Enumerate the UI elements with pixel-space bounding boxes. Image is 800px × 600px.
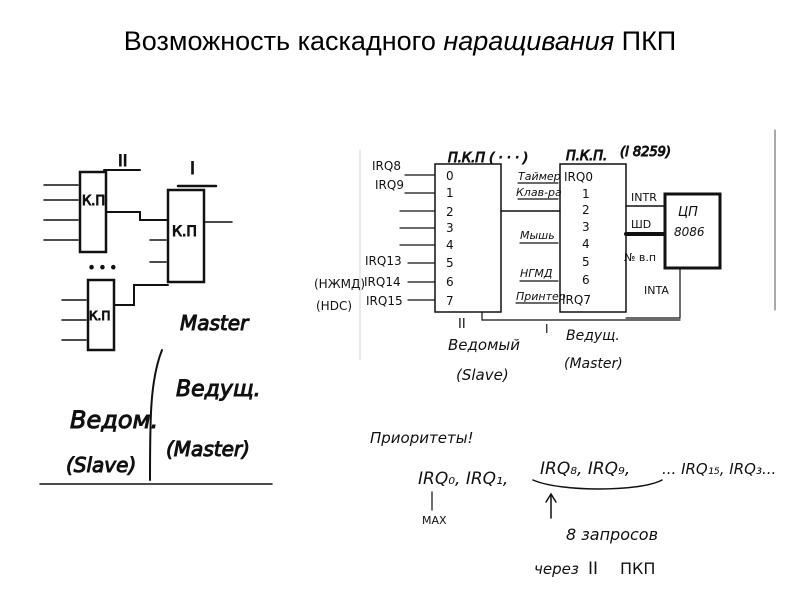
master-pin-label: 2 [582,203,590,217]
slave-pin-label: 0 [446,169,454,183]
left-master-en: (Master) [166,437,250,461]
left-master-word: Master [180,311,250,335]
right-cascade-diagram: П.К.П ( · · · ) П.К.П. (i 8259) 0 1 2 3 … [314,129,776,384]
irq8-label: IRQ8 [372,159,401,173]
cpu-box [663,192,722,270]
slave-pin-label: 3 [446,221,454,235]
cpu-name: ЦП [678,205,698,220]
irq14-label: IRQ14 [364,275,401,289]
device-fdd: НГМД [520,267,553,280]
slave-pin-label: 4 [446,238,454,252]
requests-label: 8 запросов [566,525,658,544]
bus-label: ШD [631,218,651,231]
slave-pin-label: 6 [446,275,454,289]
left-bracket [149,349,163,481]
right-master-en: (Master) [564,356,623,372]
master-pin-label: 1 [582,187,590,201]
hdc-label: (HDC) [316,299,352,313]
irq15-label: IRQ15 [366,294,403,308]
left-slave-box-lower-label: К.П [89,309,110,323]
priority-brace [532,479,663,490]
via-label: через [534,560,579,578]
left-master-ru: Ведущ. [176,377,261,402]
master-chip: (i 8259) [620,145,671,160]
device-mouse: Мышь [520,229,555,242]
slave-header: П.К.П ( · · · ) [448,151,528,166]
left-slave-box-upper [78,170,108,254]
left-master-box [166,188,206,284]
cascade-i-mark: I [545,322,549,336]
device-keyboard: Клав-ра [516,186,562,199]
title-italic-word: наращивания [443,26,615,56]
slave-pin-label: 2 [446,205,454,219]
slave-roman: II [458,317,466,332]
left-slave-ru: Ведом. [70,406,158,434]
title-part2: ПКП [621,26,677,56]
slave-pin-label: 7 [446,294,454,308]
left-slave-to-master-line [105,211,169,221]
irq9-label: IRQ9 [375,178,404,192]
left-master-box-label: К.П [172,224,197,240]
hdd-label: (НЖМД) [314,277,365,291]
left-slave-en: (Slave) [66,453,136,477]
right-slave-en: (Slave) [456,366,509,384]
requests-arrow-head [545,492,557,503]
master-pin-label: IRQ7 [562,293,591,307]
slave-pin-label: 5 [446,256,454,270]
title-part1: Возможность каскадного [123,26,436,56]
cpu-model: 8086 [674,225,705,239]
left-slave-box-label: К.П [82,194,105,209]
intr-label: INTR [631,191,657,204]
master-pin-label: 4 [582,237,590,251]
priority-chain-c: ... IRQ₁₅, IRQ₃... [662,460,776,478]
slide-title: Возможность каскадного наращивания ПКП [0,26,800,57]
master-pin-label: 5 [582,255,590,269]
via-pkp: ПКП [620,559,655,578]
priorities-heading: Приоритеты! [370,429,474,447]
cascade-bus-line [481,312,681,321]
slave-chip-box [434,163,502,313]
master-pin-label: 6 [582,273,590,287]
left-slave-roman: II [118,151,127,170]
slave-pin-label: 1 [446,186,454,200]
left-dots: • • • [88,261,117,275]
inta-label: INTA [644,284,669,297]
max-label: MAX [422,514,447,527]
left-master-roman: I [190,159,195,179]
inta-line [625,267,681,319]
master-pin-label: IRQ0 [564,170,593,184]
via-roman: II [588,559,598,579]
right-slave-ru: Ведомый [448,336,520,354]
priority-chain-a: IRQ₀, IRQ₁, [418,469,508,489]
priority-chain-b: IRQ₈, IRQ₉, [540,459,630,479]
priorities-section: Приоритеты! IRQ₀, IRQ₁, IRQ₈, IRQ₉, ... … [370,429,776,579]
left-slave-box-lower [86,278,116,352]
irq13-label: IRQ13 [365,254,402,268]
master-chip-box [559,163,627,313]
master-pin-label: 3 [582,220,590,234]
right-master-ru: Ведущ. [566,328,620,344]
device-printer: Принтер [516,290,566,303]
left-lower-to-master-line [113,284,169,306]
vector-label: № в.п [624,251,656,264]
master-header: П.К.П. [566,149,607,164]
left-cascade-sketch: II К.П • • • К.П I К.П Master Ведом. (Sl… [39,151,273,485]
device-timer: Таймер [518,170,561,183]
